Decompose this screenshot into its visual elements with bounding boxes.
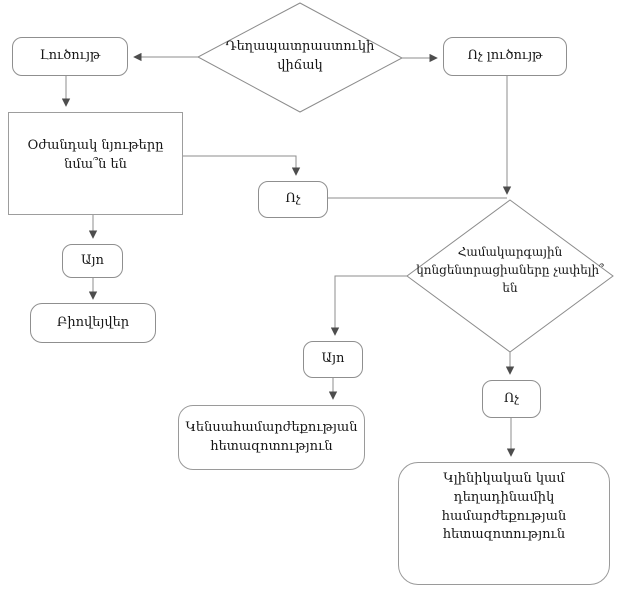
connector-excipients-to-no: [183, 155, 301, 176]
connector-diamond-to-yes-lower: [330, 275, 407, 336]
node-yes-lower: Այո: [303, 341, 363, 378]
node-no-lower: Ոչ: [482, 380, 541, 418]
node-clinical-study: Կլինիկական կամ դեղադինամիկ համարժեքությա…: [398, 462, 610, 585]
node-solution: Լուծույթ: [12, 37, 128, 76]
node-non-solution: Ոչ լուծույթ: [443, 37, 567, 76]
decision-diamond-drug-state: [196, 2, 404, 113]
node-no-mid: Ոչ: [258, 181, 328, 218]
decision-drug-state-label: Դեղապատրաստուկի վիճակ: [225, 38, 375, 74]
node-excipients-similar: Օժանդակ նյութերը նմա՞ն են: [8, 112, 183, 215]
node-biowaiver: Բիովեյվեր: [30, 303, 156, 343]
decision-concentrations-label: Համակարգային կոնցենտրացիաները չափելի՞ են: [416, 245, 604, 295]
node-bioequivalence-study: Կենսահամարժեքության հետազոտություն: [178, 405, 365, 470]
node-yes-upper: Այո: [62, 244, 123, 278]
